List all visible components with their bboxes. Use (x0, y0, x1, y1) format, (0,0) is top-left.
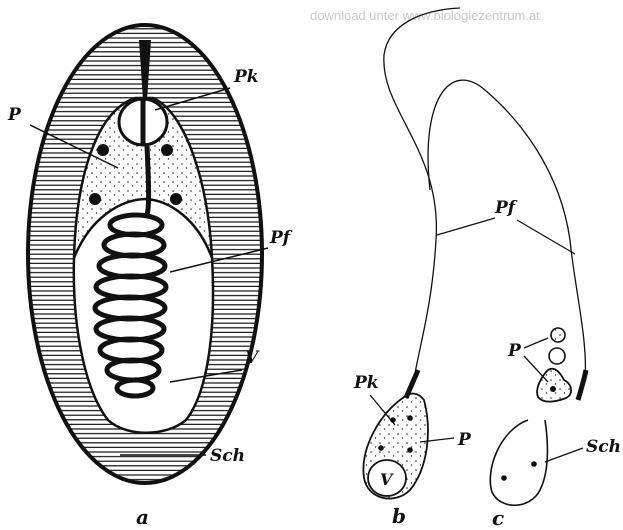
panel-c-amoeboid-sporoplasm (537, 369, 571, 402)
label-v-b: V (380, 470, 394, 489)
caption-c: c (492, 506, 504, 530)
label-p-a: P (7, 105, 22, 125)
label-pk-b: Pk (353, 373, 379, 393)
panel-a-nucleus (161, 144, 173, 156)
label-pk-a: Pk (233, 67, 259, 87)
watermark-text: download unter www.biologiezentrum.at (310, 8, 540, 23)
caption-a: a (136, 505, 149, 529)
panel-a-nucleus (170, 193, 182, 205)
panel-b: Pk P V b (353, 8, 472, 528)
label-pf-bc: Pf (494, 198, 518, 218)
label-p-c: P (507, 341, 522, 361)
label-pf-a: Pf (269, 228, 293, 248)
label-p-b: P (457, 430, 472, 450)
label-v-a: V (245, 348, 260, 368)
panel-a-nucleus (97, 144, 109, 156)
panel-a-nucleus (89, 193, 101, 205)
panel-c: P Sch c (428, 80, 621, 530)
panel-b-polar-filament (384, 8, 460, 385)
panel-c-plasma-fragment (551, 328, 565, 342)
label-sch-a: Sch (210, 446, 245, 466)
panel-c-empty-shell (490, 420, 547, 505)
caption-b: b (392, 504, 406, 528)
label-sch-c: Sch (586, 437, 621, 457)
panel-a: Pk P Pf V Sch a (7, 25, 293, 529)
panel-c-plasma-fragment (549, 348, 565, 364)
